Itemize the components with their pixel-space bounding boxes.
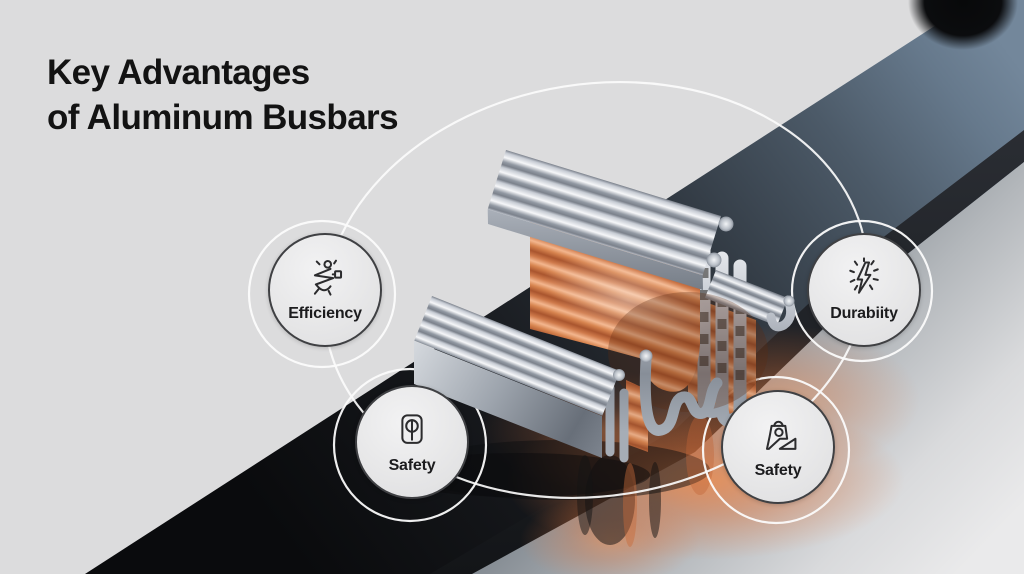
title-line-1: Key Advantages — [47, 53, 310, 92]
busbar-3d-object — [414, 150, 796, 463]
safety-right-ring — [701, 375, 851, 525]
right-ribbed-bar — [704, 270, 796, 332]
power-safety-icon — [401, 414, 423, 444]
title-line-2: of Aluminum Busbars — [47, 98, 399, 137]
top-ribbed-bar — [487, 150, 734, 290]
badge-efficiency: Efficiency — [268, 233, 382, 347]
dark-blob — [908, 0, 1018, 50]
badge-label: Safety — [388, 457, 436, 474]
lower-ribbed-bar — [414, 296, 625, 458]
badge-label: Durabiity — [830, 305, 898, 322]
badge-durability: Durabiity — [807, 233, 921, 347]
safety-left-ring — [332, 367, 488, 523]
durability-ring — [790, 219, 934, 363]
lock-safety-icon — [765, 420, 797, 450]
front-fins — [605, 383, 629, 463]
front-wave — [639, 349, 723, 436]
efficiency-ring — [247, 219, 397, 369]
badge-safety-right: Safety — [721, 390, 835, 504]
badge-safety-left: Safety — [355, 385, 469, 499]
durability-icon — [849, 257, 879, 294]
badge-label: Efficiency — [288, 305, 362, 322]
badge-label: Safety — [754, 462, 802, 479]
efficiency-icon — [313, 259, 343, 296]
page-title: Key Advantages of Aluminum Busbars — [47, 50, 399, 140]
